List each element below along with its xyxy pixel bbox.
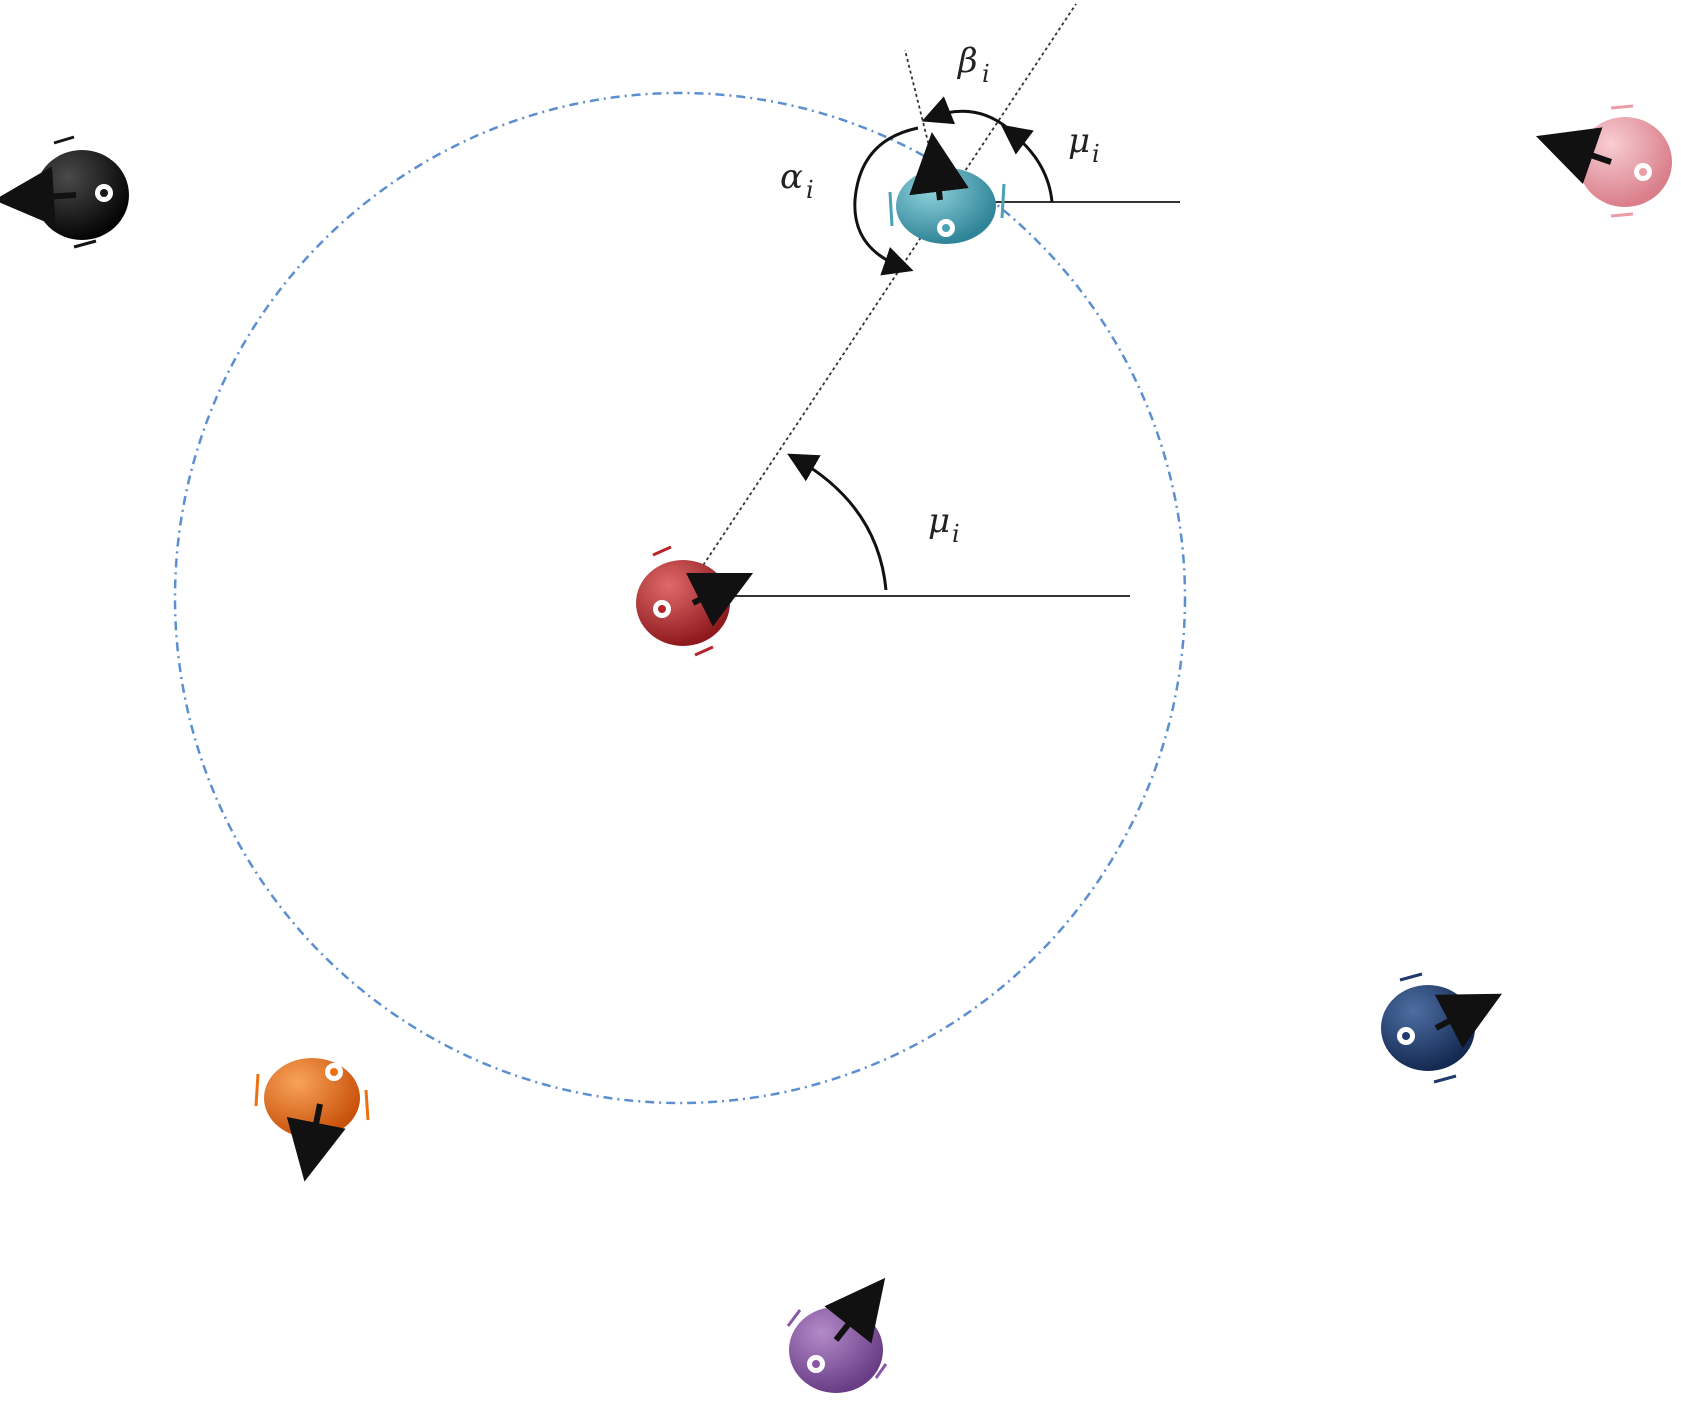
beta-label: β i — [956, 41, 990, 88]
svg-text:i: i — [982, 60, 990, 88]
black-robot-icon — [0, 135, 129, 249]
pink-robot-icon — [1535, 104, 1672, 218]
purple-robot-icon — [786, 1277, 888, 1393]
svg-text:i: i — [1092, 140, 1100, 168]
neighbor-robot-icon — [888, 132, 1006, 244]
pink-heading-arrow-icon — [1535, 127, 1612, 185]
navy-heading-arrow-icon — [1434, 993, 1502, 1048]
center-heading-arrow-icon — [686, 572, 754, 627]
alpha-label: α i — [780, 157, 814, 204]
svg-text:β: β — [956, 41, 978, 81]
mu-neighbor-label: μ i — [1068, 121, 1100, 168]
center-robot-icon — [636, 545, 754, 657]
orange-robot-icon — [254, 1058, 370, 1182]
navy-robot-icon — [1381, 972, 1502, 1084]
beta-angle-arc-icon — [921, 96, 1011, 132]
mu-angle-arc-icon — [787, 453, 888, 591]
sensing-range-circle — [173, 91, 1187, 1105]
neighbor-heading-arrow-icon — [909, 132, 969, 201]
svg-text:i: i — [952, 520, 960, 548]
mu-center-label: μ i — [928, 501, 960, 548]
mu-neighbor-angle-arc-icon — [1000, 124, 1054, 203]
svg-text:μ: μ — [928, 501, 950, 541]
purple-heading-arrow-icon — [824, 1277, 886, 1344]
orange-heading-arrow-icon — [286, 1103, 346, 1182]
alpha-angle-arc-icon — [853, 126, 919, 276]
svg-text:i: i — [806, 176, 814, 204]
svg-text:α: α — [780, 157, 803, 197]
svg-text:μ: μ — [1068, 121, 1090, 161]
bearing-line — [699, 3, 1077, 571]
black-heading-arrow-icon — [0, 166, 77, 227]
